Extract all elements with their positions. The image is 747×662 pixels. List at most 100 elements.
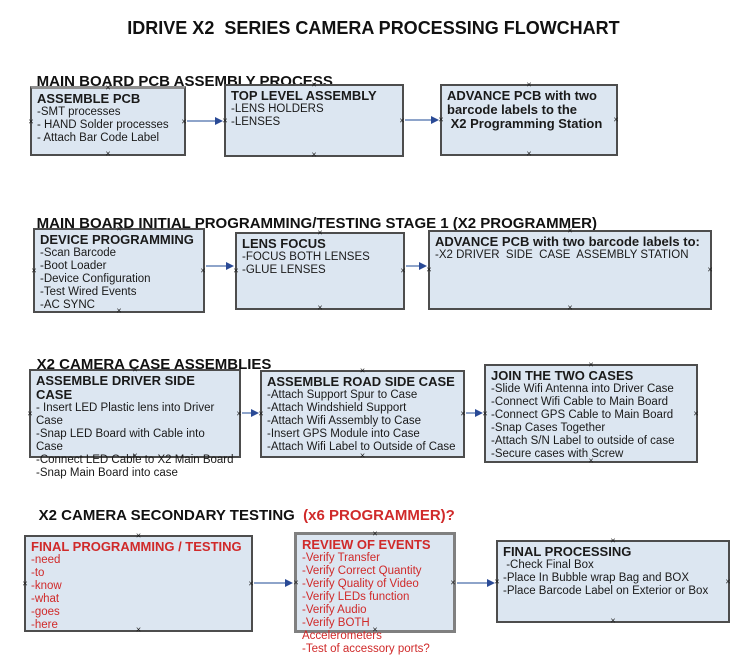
connector-marker-icon: × [567, 302, 573, 313]
connector-marker-icon: × [222, 115, 228, 125]
box-item: -Attach S/N Label to outside of case [491, 435, 675, 447]
flow-box-final-programming-testing: FINAL PROGRAMMING / TESTING -need-to-kno… [22, 531, 254, 634]
section-heading-secondary-testing: X2 CAMERA SECONDARY TESTING (x6 PROGRAMM… [22, 490, 455, 541]
box-item: -Place In Bubble wrap Bag and BOX [503, 572, 690, 584]
connector-marker-icon: × [400, 265, 406, 276]
box-item: -AC SYNC [40, 299, 95, 311]
connector-marker-icon: × [28, 116, 34, 126]
connector-marker-icon: × [236, 408, 242, 418]
flow-box-advance-pcb-driver-side: ADVANCE PCB with two barcode labels to: … [426, 226, 713, 313]
box-item: -Connect LED Cable to X2 Main Board [36, 454, 234, 466]
box-item: - HAND Solder processes [37, 119, 169, 131]
box-title: ASSEMBLE PCB [37, 91, 141, 106]
arrowhead-icon [475, 409, 483, 417]
box-item: -to [31, 567, 45, 579]
connector-marker-icon: × [293, 577, 299, 587]
box-items: -Check Final Box-Place In Bubble wrap Ba… [503, 559, 723, 598]
connector-marker-icon: × [22, 578, 28, 588]
box-title: DEVICE PROGRAMMING [40, 232, 194, 247]
box-item: -Insert GPS Module into Case [267, 428, 420, 440]
box-item: -need [31, 554, 61, 566]
connector-marker-icon: × [399, 115, 405, 125]
connector-marker-icon: × [494, 576, 500, 586]
box-title: ADVANCE PCB with two barcode labels to t… [447, 88, 603, 131]
connector-marker-icon: × [311, 149, 317, 160]
box-item: -Snap Main Board into case [36, 467, 178, 479]
box-item: -Attach Wifi Assembly to Case [267, 415, 422, 427]
connector-marker-icon: × [426, 264, 432, 275]
box-items: -need-to-know-what-goes-here [31, 554, 246, 632]
section-heading-red-text: (x6 PROGRAMMER)? [303, 507, 455, 524]
connector-marker-icon: × [613, 114, 619, 125]
box-item: -Connect Wifi Cable to Main Board [491, 396, 669, 408]
section-heading-case-assemblies: X2 CAMERA CASE ASSEMBLIES [20, 339, 272, 390]
flow-arrow-3 [206, 262, 234, 270]
box-item: -LENS HOLDERS [231, 103, 324, 115]
box-item: -Test of accessory ports? [302, 643, 430, 655]
arrowhead-icon [431, 116, 439, 124]
connector-marker-icon: × [526, 148, 532, 159]
box-item: -Attach Support Spur to Case [267, 389, 418, 401]
box-item: -goes [31, 606, 60, 618]
box-item: - Insert LED Plastic lens into Driver Ca… [36, 402, 218, 427]
connector-marker-icon: × [27, 408, 33, 418]
connector-marker-icon: × [482, 408, 488, 418]
box-item: -X2 DRIVER SIDE CASE ASSEMBLY STATION [435, 249, 689, 261]
connector-marker-icon: × [450, 577, 456, 587]
box-item: -Snap Cases Together [491, 422, 606, 434]
flow-arrow-2 [405, 116, 439, 124]
box-items: -Scan Barcode-Boot Loader-Device Configu… [40, 247, 198, 312]
box-item: -Test Wired Events [40, 286, 137, 298]
flow-box-join-two-cases: JOIN THE TWO CASES -Slide Wifi Antenna i… [482, 360, 698, 465]
box-item: -Slide Wifi Antenna into Driver Case [491, 383, 674, 395]
arrowhead-icon [487, 579, 495, 587]
connector-marker-icon: × [248, 578, 254, 588]
box-item: -Secure cases with Screw [491, 448, 624, 460]
box-title: TOP LEVEL ASSEMBLY [231, 88, 377, 103]
section-heading-initial-programming: MAIN BOARD INITIAL PROGRAMMING/TESTING S… [20, 198, 597, 249]
flow-arrow-5 [242, 409, 259, 417]
box-item: -GLUE LENSES [242, 264, 326, 276]
flow-box-lens-focus: LENS FOCUS -FOCUS BOTH LENSES-GLUE LENSE… [233, 228, 406, 313]
flow-box-review-of-events: REVIEW OF EVENTS -Verify Transfer-Verify… [293, 529, 456, 655]
section-heading-text: X2 CAMERA CASE ASSEMBLIES [36, 356, 272, 373]
box-items: -FOCUS BOTH LENSES-GLUE LENSES [242, 251, 398, 277]
box-item: -FOCUS BOTH LENSES [242, 251, 370, 263]
box-title: ASSEMBLE DRIVER SIDE CASE [36, 373, 199, 402]
connector-marker-icon: × [725, 576, 731, 586]
box-items: -Attach Support Spur to Case-Attach Wind… [267, 389, 458, 454]
flow-arrow-7 [254, 579, 293, 587]
box-items: -X2 DRIVER SIDE CASE ASSEMBLY STATION [435, 249, 705, 262]
box-item: -Place Barcode Label on Exterior or Box [503, 585, 709, 597]
box-item: -Attach Windshield Support [267, 402, 407, 414]
arrowhead-icon [251, 409, 259, 417]
arrowhead-icon [226, 262, 234, 270]
box-title: JOIN THE TWO CASES [491, 368, 634, 383]
box-item: -here [31, 619, 58, 631]
arrowhead-icon [285, 579, 293, 587]
box-item: -what [31, 593, 60, 605]
box-items: -SMT processes- HAND Solder processes- A… [37, 106, 179, 145]
arrowhead-icon [419, 262, 427, 270]
box-item: -Snap LED Board with Cable into Case [36, 428, 208, 453]
box-item: -Verify LEDs function [302, 591, 410, 603]
flow-box-advance-pcb-programming-station: ADVANCE PCB with two barcode labels to t… [438, 80, 619, 159]
box-title: FINAL PROGRAMMING / TESTING [31, 539, 242, 554]
connector-marker-icon: × [317, 302, 323, 313]
connector-marker-icon: × [181, 116, 187, 126]
connector-marker-icon: × [707, 264, 713, 275]
box-item: -Device Configuration [40, 273, 151, 285]
flow-box-assemble-pcb: ASSEMBLE PCB -SMT processes- HAND Solder… [28, 83, 187, 158]
box-title: ADVANCE PCB with two barcode labels to: [435, 234, 700, 249]
box-item: -Verify BOTH Accelerometers [302, 617, 382, 642]
box-item: - Attach Bar Code Label [37, 132, 160, 144]
flow-arrow-8 [457, 579, 495, 587]
box-title: FINAL PROCESSING [503, 544, 632, 559]
box-item: -SMT processes [37, 106, 121, 118]
box-items: - Insert LED Plastic lens into Driver Ca… [36, 402, 234, 480]
box-item: -Verify Audio [302, 604, 367, 616]
flow-box-top-level-assembly: TOP LEVEL ASSEMBLY -LENS HOLDERS-LENSES … [222, 80, 405, 160]
arrowhead-icon [215, 117, 223, 125]
box-title: REVIEW OF EVENTS [302, 537, 431, 552]
